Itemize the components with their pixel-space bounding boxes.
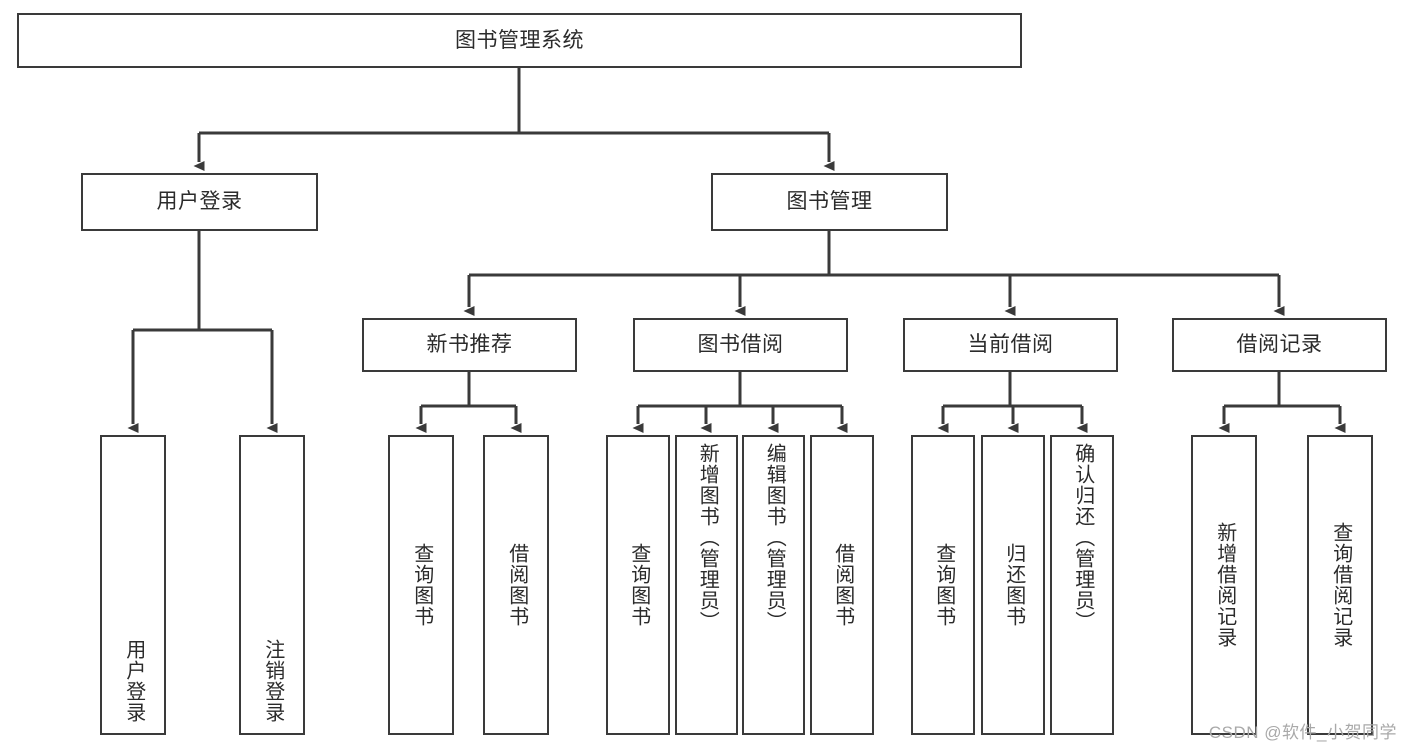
node-new-book-recommend[interactable]: 新书推荐 bbox=[362, 318, 577, 372]
leaf-add-book-admin[interactable]: 新增图书（管理员） bbox=[675, 435, 738, 735]
node-label: 借阅图书 bbox=[505, 543, 528, 627]
node-label: 查询图书 bbox=[627, 543, 650, 627]
node-label: 新增借阅记录 bbox=[1213, 522, 1236, 648]
node-label: 查询借阅记录 bbox=[1329, 522, 1352, 648]
node-label: 图书借阅 bbox=[697, 333, 784, 357]
leaf-query-borrow-record[interactable]: 查询借阅记录 bbox=[1307, 435, 1373, 735]
node-label: 图书管理 bbox=[786, 190, 873, 214]
node-book-management[interactable]: 图书管理 bbox=[711, 173, 948, 231]
node-label: 新增图书（管理员） bbox=[696, 443, 719, 632]
node-root-system[interactable]: 图书管理系统 bbox=[17, 13, 1022, 68]
node-current-borrow[interactable]: 当前借阅 bbox=[903, 318, 1118, 372]
leaf-query-book-borrow[interactable]: 查询图书 bbox=[606, 435, 670, 735]
node-label: 查询图书 bbox=[932, 543, 955, 627]
node-user-login[interactable]: 用户登录 bbox=[81, 173, 318, 231]
node-label: 借阅记录 bbox=[1236, 333, 1323, 357]
node-label: 用户登录 bbox=[122, 639, 145, 723]
leaf-add-borrow-record[interactable]: 新增借阅记录 bbox=[1191, 435, 1257, 735]
leaf-edit-book-admin[interactable]: 编辑图书（管理员） bbox=[742, 435, 805, 735]
node-label: 编辑图书（管理员） bbox=[763, 443, 786, 632]
leaf-query-book-recommend[interactable]: 查询图书 bbox=[388, 435, 454, 735]
csdn-watermark: CSDN @软件_小贺同学 bbox=[1208, 723, 1397, 742]
node-label: 用户登录 bbox=[156, 190, 243, 214]
node-label: 当前借阅 bbox=[967, 333, 1054, 357]
leaf-borrow-book[interactable]: 借阅图书 bbox=[810, 435, 874, 735]
node-label: 归还图书 bbox=[1002, 543, 1025, 627]
node-label: 查询图书 bbox=[410, 543, 433, 627]
leaf-user-login[interactable]: 用户登录 bbox=[100, 435, 166, 735]
node-label: 注销登录 bbox=[261, 639, 284, 723]
leaf-borrow-book-recommend[interactable]: 借阅图书 bbox=[483, 435, 549, 735]
leaf-logout[interactable]: 注销登录 bbox=[239, 435, 305, 735]
leaf-query-book-current[interactable]: 查询图书 bbox=[911, 435, 975, 735]
node-book-borrow[interactable]: 图书借阅 bbox=[633, 318, 848, 372]
node-label: 确认归还（管理员） bbox=[1071, 443, 1094, 632]
node-label: 借阅图书 bbox=[831, 543, 854, 627]
node-borrow-record[interactable]: 借阅记录 bbox=[1172, 318, 1387, 372]
node-label: 图书管理系统 bbox=[455, 28, 584, 52]
leaf-return-book[interactable]: 归还图书 bbox=[981, 435, 1045, 735]
node-label: 新书推荐 bbox=[426, 333, 513, 357]
leaf-confirm-return-admin[interactable]: 确认归还（管理员） bbox=[1050, 435, 1114, 735]
